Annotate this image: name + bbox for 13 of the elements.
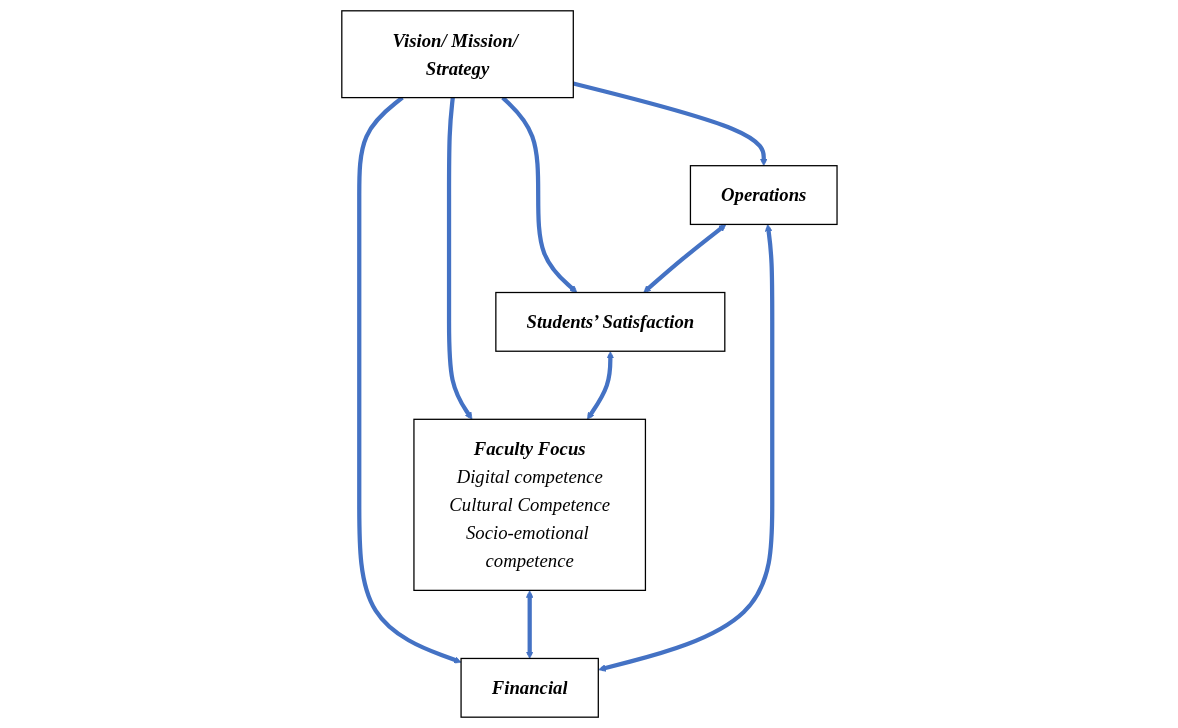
node-box — [412, 418, 646, 591]
arrow — [572, 81, 768, 167]
node-box — [460, 657, 599, 718]
node-box — [340, 10, 574, 99]
arrow — [500, 96, 577, 293]
arrow — [446, 97, 472, 420]
node-box — [689, 165, 838, 226]
arrow — [586, 351, 614, 420]
arrow — [525, 590, 533, 659]
arrow — [597, 224, 774, 672]
arrow — [642, 224, 726, 293]
diagram: Vision/ Mission/ Strategy Operations Students’ Satisfaction Faculty Focus Digital competence Cultural Competence Socio-emotional competence Financial — [334, 4, 844, 724]
node-box — [494, 291, 726, 352]
